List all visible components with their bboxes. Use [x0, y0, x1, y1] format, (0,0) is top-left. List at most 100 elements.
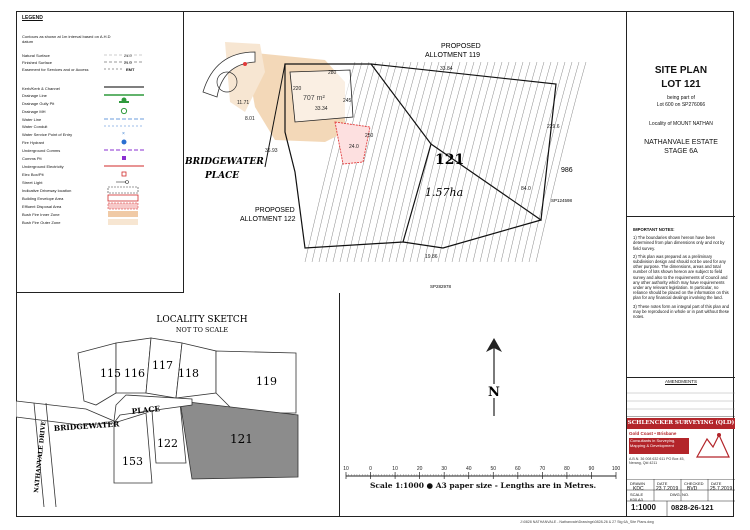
scale-text: Scale 1:1000 ● A3 paper size - Lengths a…: [370, 481, 597, 490]
legend-item-elec-box: Elec Box/Pit: [22, 172, 44, 177]
lot-117-label: 117: [152, 359, 173, 372]
effluent-disposal-area: [334, 121, 371, 165]
dim-250: 250: [365, 133, 374, 139]
lot-118-label: 118: [178, 367, 199, 380]
lot-121-boundary-south: [402, 219, 542, 249]
nathanvale-drive-edge-2: [45, 402, 57, 508]
dim-245: 245: [343, 98, 352, 104]
plan-ref-sp282978: SP282978: [430, 284, 452, 289]
boundary-lot-122: [264, 63, 286, 168]
legend-item-bushfire-inner: Bush Fire Inner Zone: [22, 212, 60, 217]
date-value: 23.7.2019: [656, 486, 679, 492]
contour-line: [465, 61, 517, 263]
note-2: 2) This plan was prepared as a prelimina…: [633, 253, 729, 301]
drawn-label: DRAWN: [630, 481, 645, 486]
scale-tick-label: 10: [343, 466, 349, 472]
locality-lot-outlines: [77, 337, 297, 484]
legend-item-drainage-line: Drainage Line: [22, 93, 47, 98]
stage-name: STAGE 6A: [664, 148, 698, 155]
locality-text: Locality of MOUNT NATHAN: [649, 121, 713, 127]
checked-label: CHECKED: [684, 481, 704, 486]
legend-item-water-service: Water Service Point of Entry: [22, 132, 73, 137]
legend-item-kerb: Kerb/Kerb & Channel: [22, 86, 60, 91]
proposed-122-label: PROPOSED: [255, 207, 295, 214]
dwg-no-label: DWG. NO.: [670, 492, 690, 497]
contour-line: [395, 61, 447, 263]
water-service-point: [243, 62, 247, 66]
site-plan-heading: SITE PLAN: [654, 65, 708, 76]
cul-de-sac: [202, 51, 256, 98]
dim-801: 8.01: [245, 116, 255, 122]
dwg-no-value: 0828-26-121: [671, 503, 714, 512]
dim-240: 24.0: [349, 144, 359, 150]
nathanvale-drive-label: NATHANVALE DRIVE: [33, 420, 48, 493]
dim-3693: 36.93: [265, 148, 278, 154]
svg-text:×: ×: [122, 131, 125, 137]
company-tagline: Consultants in Surveying, Mapping & Deve…: [629, 438, 689, 454]
lot-heading: LOT 121: [661, 79, 701, 90]
checked-value: BVD: [687, 486, 698, 492]
contour-line: [409, 61, 461, 263]
scale-tick-label: 60: [515, 466, 521, 472]
company-logo: [695, 433, 730, 458]
contour-line: [374, 61, 426, 263]
locality-sketch: LOCALITY SKETCH NOT TO SCALE 115 116 117…: [16, 293, 340, 517]
contour-line: [444, 61, 496, 263]
company-offices: Gold Coast • Brisbane: [629, 431, 677, 436]
scale-tick-label: 80: [564, 466, 570, 472]
legend-item-drainage-mh: Drainage MH: [22, 109, 46, 114]
lot-121-label: 121: [435, 152, 464, 168]
scale-tick-label: 40: [466, 466, 472, 472]
contour-line: [500, 61, 552, 263]
contour-line: [437, 61, 489, 263]
legend-panel: LEGEND Contours as shown at 1m interval …: [16, 11, 184, 293]
legend-item-water-conduit: Water Conduit: [22, 124, 48, 129]
north-arrow-letter: N: [488, 385, 500, 400]
scale-tick-label: 50: [490, 466, 496, 472]
legend-item-natural-surface: Natural Surface: [22, 53, 50, 58]
contour-line: [339, 61, 391, 263]
title-block-panel: SITE PLAN LOT 121 being part of Lot 600 …: [626, 11, 735, 517]
notes-divider: [627, 216, 735, 217]
bridgewater-place-road: [16, 394, 193, 426]
contour-line: [381, 61, 433, 263]
street-name-bridgewater: BRIDGEWATER: [185, 157, 264, 167]
finished-surface-value: 24.0: [124, 60, 132, 65]
date2-value: 25.7.2019: [710, 486, 733, 492]
dim-220: 220: [293, 86, 302, 92]
note-1: 1) The boundaries shown hereon have been…: [633, 235, 725, 251]
locality-lot-121-highlight: [179, 400, 299, 480]
legend-item-comms-pit: Comms Pit: [22, 156, 42, 161]
drawing-sheet-border: [16, 11, 734, 517]
proposed-119-label-line2: ALLOTMENT 119: [425, 52, 480, 59]
contours-note: Contours as shown at 1m interval based o…: [22, 34, 111, 44]
legend-item-fire-hydrant: Fire Hydrant: [22, 140, 45, 145]
lot-121-boundary-east: [370, 63, 557, 222]
north-arrow: N: [486, 338, 502, 416]
drawn-value: KDC: [633, 486, 644, 492]
legend-item-driveway: Indicative Driveway location: [22, 188, 72, 193]
company-name: SCHLENCKER SURVEYING (QLD): [627, 418, 735, 429]
lot-121-area: 1.57ha: [425, 186, 463, 199]
street-name-place: PLACE: [204, 171, 239, 181]
lot-121-sketch-label: 121: [230, 432, 253, 446]
envelope-area-label: 707 m²: [303, 95, 325, 102]
locality-title: LOCALITY SKETCH: [156, 315, 247, 325]
legend-symbols: ×: [104, 54, 144, 225]
contour-line: [493, 61, 545, 263]
contour-line: [346, 61, 398, 263]
note-3: 3) These notes form an integral part of …: [633, 303, 730, 320]
legend-item-street-light: Street Light: [22, 180, 43, 185]
legend-item-underground-comms: Underground Comms: [22, 148, 61, 153]
amendments-divider: [627, 377, 735, 378]
being-part-of: being part of: [667, 95, 695, 101]
dim-840: 84.0: [521, 186, 531, 192]
legend-item-easement: Easement for Services and or Access: [22, 67, 89, 72]
place-road-label: PLACE: [131, 404, 160, 416]
scale-tick-label: 20: [417, 466, 423, 472]
legend-item-building-envelope: Building Envelope Area: [22, 196, 64, 201]
date2-label: DATE: [711, 481, 722, 486]
cul-de-sac-bulb: [216, 71, 238, 93]
